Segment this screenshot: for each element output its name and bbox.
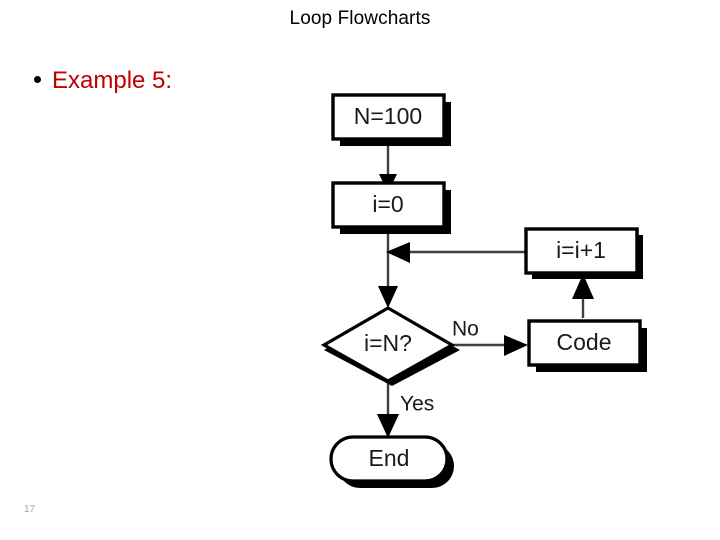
arrowhead-code-to-increment <box>572 274 594 299</box>
loop-flowchart-diagram: N=100 i=0 i=i+1 i=N? <box>300 80 680 500</box>
arrowhead-condition-to-end <box>377 414 399 438</box>
flow-node-condition: i=N? <box>320 306 460 386</box>
arrowhead-init-i-to-condition <box>378 286 398 308</box>
flow-node-label-code: Code <box>557 329 612 355</box>
flow-node-init-i: i=0 <box>331 181 451 234</box>
branch-label-no: No <box>452 318 479 341</box>
terminator-end <box>329 435 449 483</box>
flow-node-label-end: End <box>369 445 410 471</box>
box-init-n <box>331 93 446 141</box>
flow-node-init-n: N=100 <box>331 93 451 146</box>
flow-node-label-increment: i=i+1 <box>556 237 606 263</box>
flow-node-label-init-n: N=100 <box>354 103 422 129</box>
diamond-condition <box>320 306 456 383</box>
flow-node-label-init-i: i=0 <box>372 191 403 217</box>
bullet-point-icon <box>34 76 41 83</box>
box-increment <box>524 227 639 275</box>
bullet-list-item: Example 5: <box>34 66 172 96</box>
flow-node-code: Code <box>527 319 647 372</box>
branch-label-yes: Yes <box>400 393 434 416</box>
box-init-i <box>331 181 446 229</box>
arrowhead-condition-to-code <box>504 335 528 356</box>
arrowhead-increment-to-trunk <box>386 242 410 263</box>
flow-node-end: End <box>329 435 454 488</box>
box-code <box>527 319 642 367</box>
page-title: Loop Flowcharts <box>289 8 431 29</box>
flow-node-increment: i=i+1 <box>524 227 643 279</box>
page-number: 17 <box>24 504 36 515</box>
bullet-item-label: Example 5: <box>52 67 173 94</box>
flow-node-label-condition: i=N? <box>364 330 412 356</box>
